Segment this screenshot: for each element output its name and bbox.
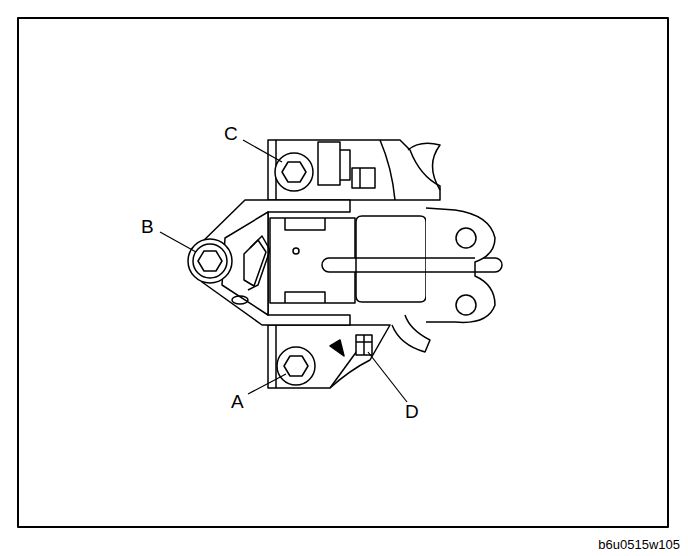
callout-letter: C: [224, 124, 238, 143]
callout-letter: A: [231, 392, 244, 411]
bolt-a: [277, 347, 315, 385]
lower-bracket: [268, 315, 430, 388]
frame: [18, 18, 668, 527]
callout-letter: D: [405, 402, 419, 421]
leader-lines: [160, 140, 407, 402]
mounting-plate: [426, 208, 495, 322]
upper-bracket: [268, 140, 440, 200]
bolt-b: [188, 239, 232, 283]
insulator-block: [356, 216, 426, 302]
callout-letter: B: [141, 217, 154, 236]
bolt-d: [356, 335, 372, 355]
figure-code: b6u0515w105: [598, 538, 680, 551]
bolt-c: [275, 153, 313, 191]
